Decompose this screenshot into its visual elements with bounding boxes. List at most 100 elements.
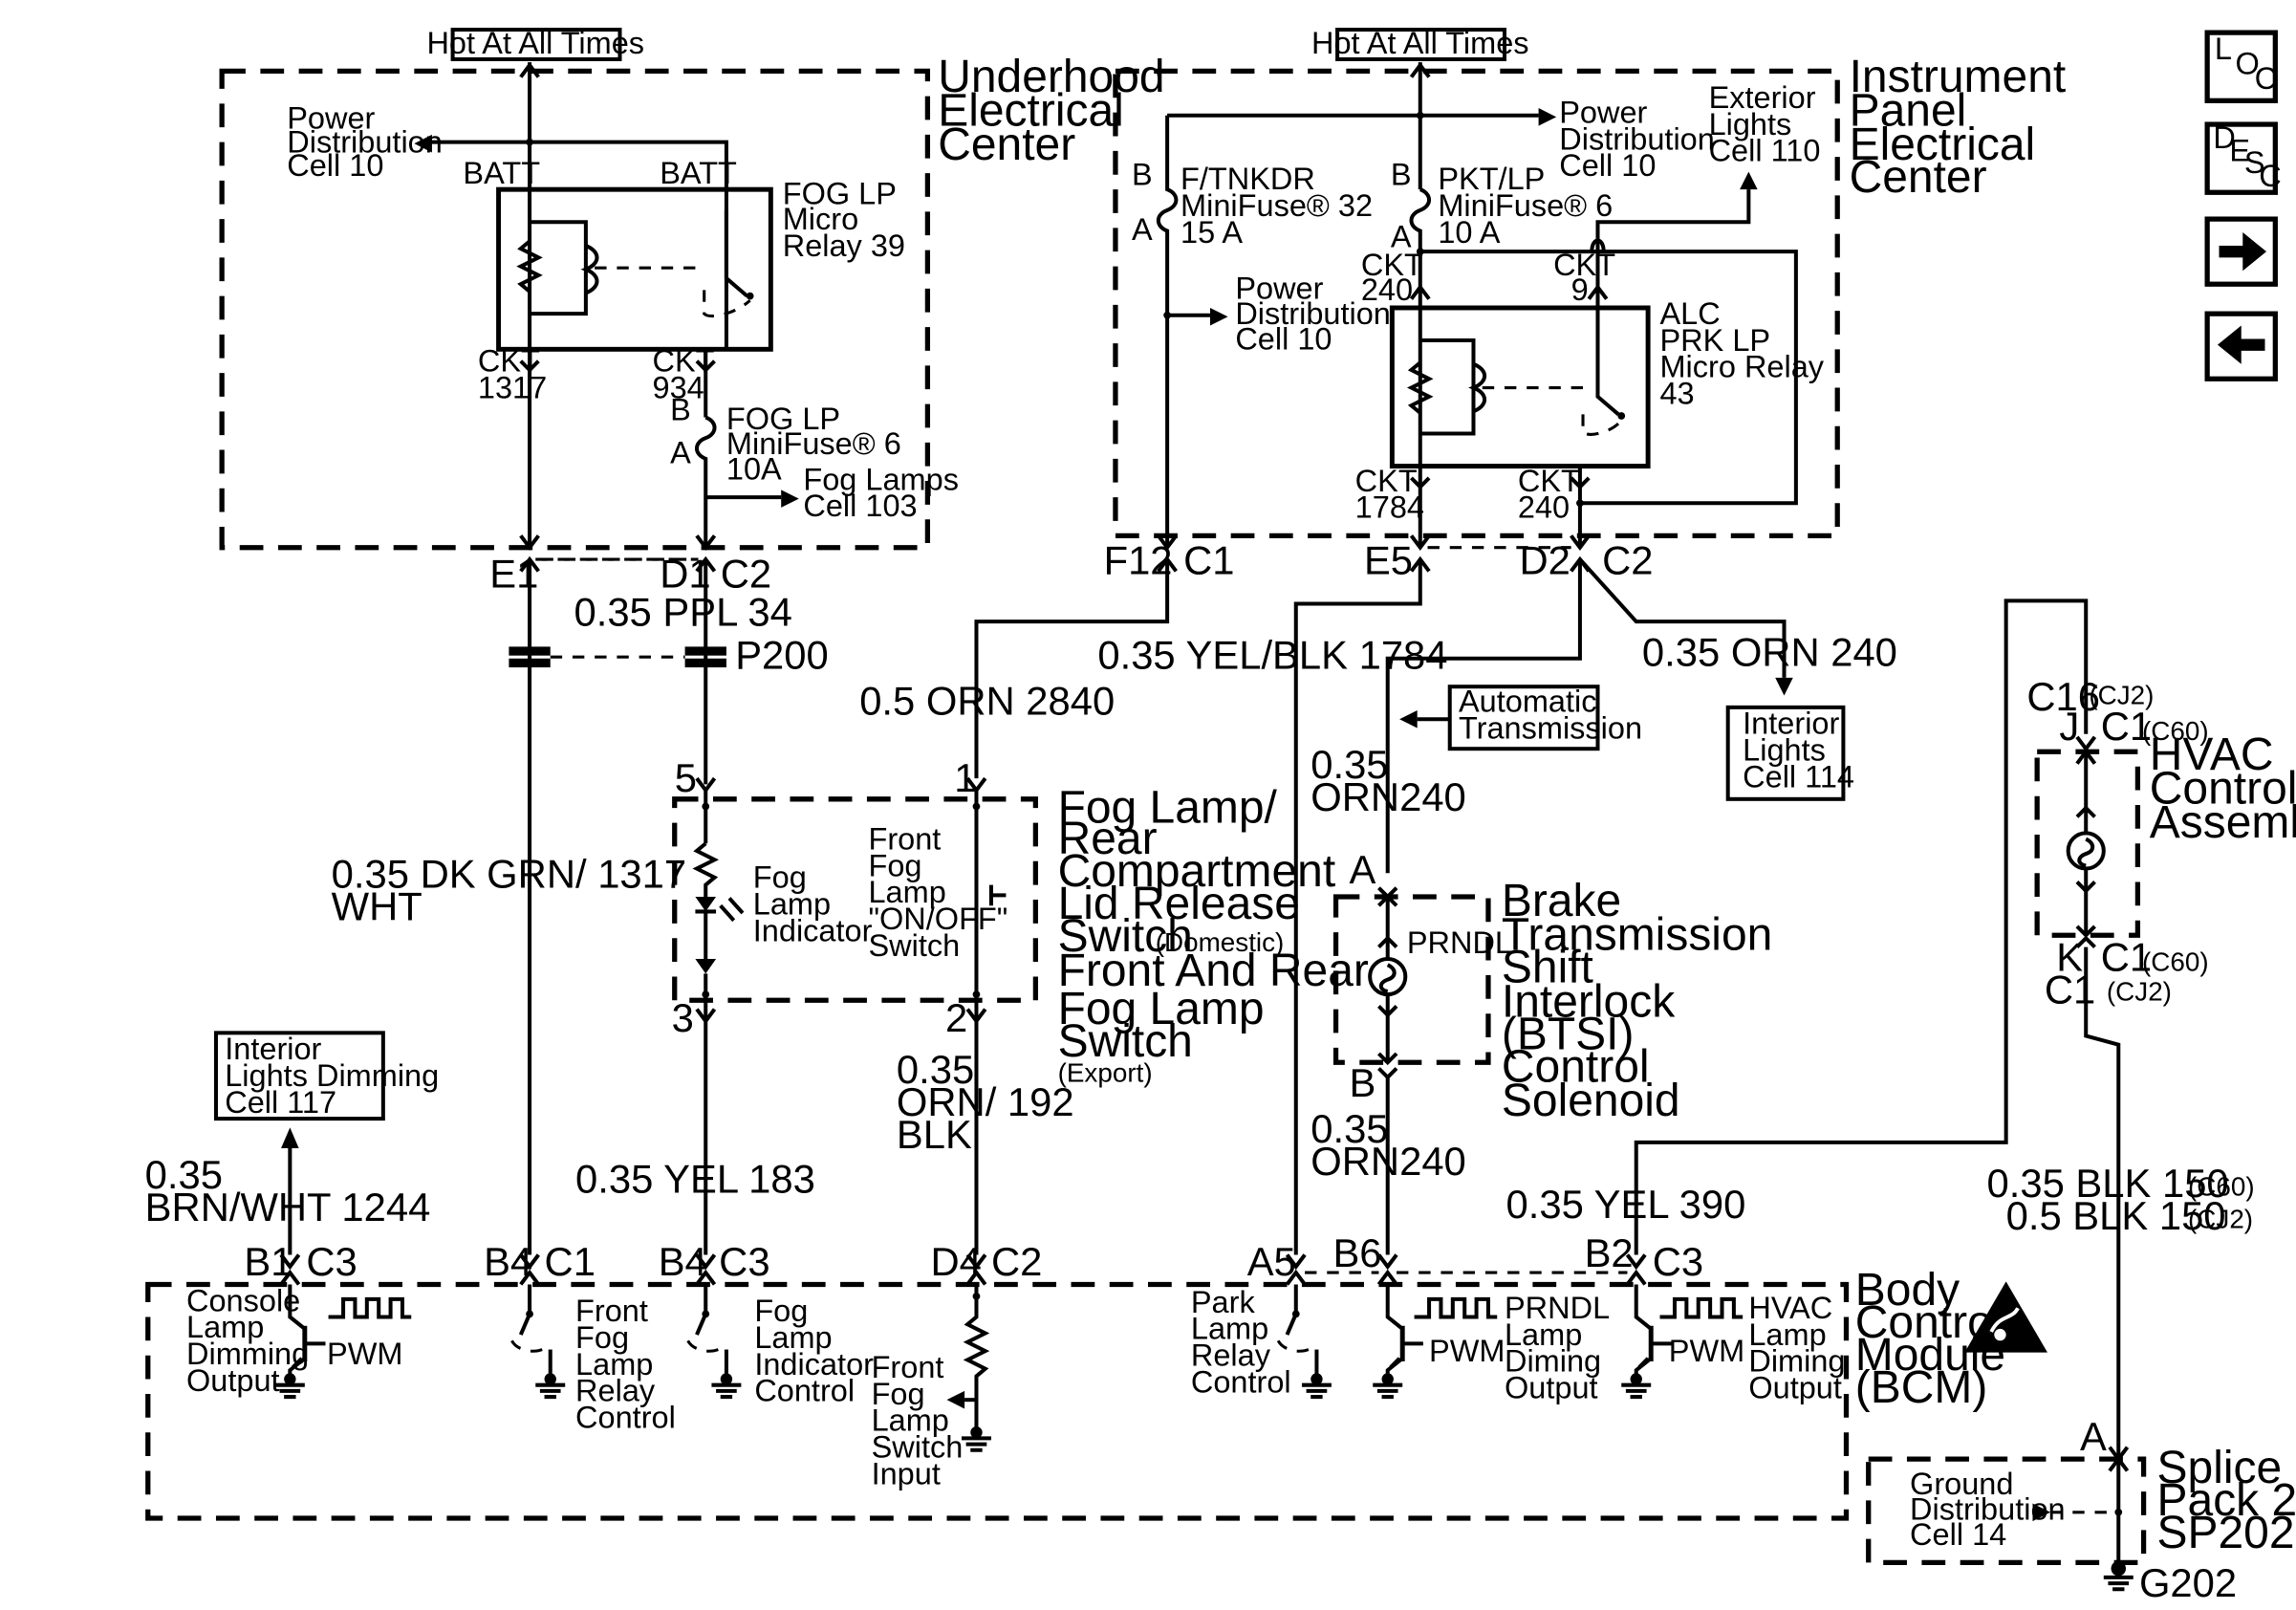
svg-text:A: A bbox=[1391, 220, 1412, 254]
svg-text:ORN: ORN bbox=[1310, 774, 1399, 819]
svg-text:240: 240 bbox=[1399, 774, 1466, 819]
btsi-title: Brake Transmission Shift Interlock (BTSI… bbox=[1502, 876, 1772, 1126]
svg-text:Control: Control bbox=[575, 1401, 676, 1435]
svg-text:Indicator: Indicator bbox=[753, 913, 873, 947]
svg-text:Front: Front bbox=[868, 821, 941, 856]
svg-text:Transmission: Transmission bbox=[1459, 710, 1642, 745]
svg-text:15 A: 15 A bbox=[1180, 215, 1243, 250]
svg-text:Cell 10: Cell 10 bbox=[287, 148, 383, 183]
svg-text:C2: C2 bbox=[1602, 538, 1653, 583]
splice-pack-title: Splice Pack 202 SP202 bbox=[2157, 1443, 2296, 1558]
svg-text:C1: C1 bbox=[1183, 538, 1234, 583]
hvac-lamp-dimming-output: PWM HVAC Lamp Diming Output bbox=[1621, 1284, 1845, 1405]
svg-text:C3: C3 bbox=[719, 1239, 769, 1284]
svg-text:0.35 YEL 183: 0.35 YEL 183 bbox=[575, 1156, 815, 1201]
svg-text:CKT: CKT bbox=[1553, 248, 1615, 282]
svg-text:MiniFuse® 6: MiniFuse® 6 bbox=[726, 426, 901, 461]
bcm-title: Body Control Module (BCM) bbox=[1855, 1265, 2005, 1413]
svg-text:BATT: BATT bbox=[660, 156, 737, 190]
fog-lp-minifuse-label: FOG LP bbox=[726, 402, 840, 436]
svg-text:Power: Power bbox=[1235, 272, 1323, 306]
svg-text:Interlock: Interlock bbox=[1502, 976, 1676, 1027]
svg-text:Front And Rear: Front And Rear bbox=[1058, 946, 1369, 996]
svg-text:C: C bbox=[2255, 61, 2277, 96]
svg-text:"ON/OFF": "ON/OFF" bbox=[868, 902, 1007, 936]
svg-text:(C60): (C60) bbox=[2142, 946, 2209, 976]
alc-prk-lp-micro-relay bbox=[1389, 305, 1651, 469]
svg-text:E5: E5 bbox=[1364, 538, 1413, 583]
svg-text:Rear: Rear bbox=[1058, 814, 1158, 864]
svg-text:Control: Control bbox=[2150, 763, 2296, 814]
svg-text:Solenoid: Solenoid bbox=[1502, 1076, 1680, 1126]
svg-text:Exterior: Exterior bbox=[1709, 80, 1816, 115]
svg-text:WHT: WHT bbox=[332, 884, 422, 929]
svg-text:0.35 DK GRN/ 1317: 0.35 DK GRN/ 1317 bbox=[332, 852, 686, 897]
svg-text:C3: C3 bbox=[306, 1239, 357, 1284]
svg-text:MiniFuse® 6: MiniFuse® 6 bbox=[1438, 188, 1613, 223]
svg-text:CKT: CKT bbox=[653, 344, 715, 379]
svg-text:Park: Park bbox=[1191, 1285, 1256, 1319]
fog-lamp-indicator-control: Fog Lamp Indicator Control bbox=[686, 1284, 874, 1408]
svg-text:Body: Body bbox=[1855, 1265, 1960, 1316]
svg-text:FOG LP: FOG LP bbox=[783, 177, 897, 211]
ground-g202-label: G202 bbox=[2139, 1560, 2237, 1605]
svg-text:Diming: Diming bbox=[1748, 1344, 1845, 1379]
svg-text:D2: D2 bbox=[1519, 538, 1570, 583]
svg-text:C1: C1 bbox=[2101, 704, 2152, 749]
svg-text:B: B bbox=[1132, 158, 1153, 192]
svg-text:ALC: ALC bbox=[1659, 296, 1720, 331]
svg-text:Cell 103: Cell 103 bbox=[803, 489, 917, 523]
svg-text:Compartment: Compartment bbox=[1058, 846, 1336, 897]
btsi-solenoid-box bbox=[1332, 894, 1491, 1065]
next-arrow-button[interactable] bbox=[2204, 216, 2278, 287]
svg-text:Control: Control bbox=[1191, 1364, 1291, 1399]
svg-text:1: 1 bbox=[954, 755, 976, 800]
svg-text:0.35 BLK 150: 0.35 BLK 150 bbox=[1987, 1161, 2229, 1206]
svg-text:Lamp: Lamp bbox=[872, 1403, 949, 1438]
svg-text:3: 3 bbox=[672, 995, 694, 1040]
svg-text:CKT: CKT bbox=[1361, 248, 1423, 282]
loc-button[interactable]: L O C bbox=[2204, 30, 2278, 103]
svg-text:Front: Front bbox=[575, 1294, 648, 1328]
svg-text:Distribution: Distribution bbox=[1235, 296, 1391, 331]
svg-text:(Export): (Export) bbox=[1058, 1057, 1153, 1087]
svg-text:Micro Relay: Micro Relay bbox=[1659, 350, 1824, 384]
svg-text:Lamp: Lamp bbox=[575, 1347, 653, 1382]
svg-text:(BTSI): (BTSI) bbox=[1502, 1009, 1635, 1059]
svg-text:Indicator: Indicator bbox=[754, 1347, 874, 1382]
svg-text:Fog: Fog bbox=[754, 1294, 808, 1328]
svg-text:C2: C2 bbox=[721, 551, 771, 596]
prev-arrow-button[interactable] bbox=[2204, 311, 2278, 381]
svg-text:BRN/WHT 1244: BRN/WHT 1244 bbox=[145, 1185, 431, 1229]
svg-text:(Domestic): (Domestic) bbox=[1156, 927, 1285, 957]
svg-text:0.35 YEL 390: 0.35 YEL 390 bbox=[1506, 1182, 1746, 1227]
svg-text:A: A bbox=[670, 435, 691, 469]
svg-text:B2: B2 bbox=[1585, 1230, 1634, 1275]
svg-text:Relay: Relay bbox=[575, 1374, 656, 1408]
svg-text:0.35: 0.35 bbox=[1310, 1106, 1388, 1151]
svg-text:A: A bbox=[2080, 1414, 2107, 1459]
svg-text:Assembly: Assembly bbox=[2150, 797, 2296, 848]
svg-text:PKT/LP: PKT/LP bbox=[1438, 162, 1545, 196]
svg-text:J: J bbox=[2059, 704, 2079, 749]
svg-text:Center: Center bbox=[1850, 152, 1987, 203]
svg-text:Switch: Switch bbox=[872, 1430, 964, 1465]
svg-text:C1: C1 bbox=[2045, 967, 2095, 1012]
svg-text:Output: Output bbox=[1505, 1371, 1598, 1405]
svg-text:PRNDL: PRNDL bbox=[1505, 1291, 1610, 1325]
svg-text:(BCM): (BCM) bbox=[1855, 1362, 1988, 1413]
svg-text:Cell 10: Cell 10 bbox=[1235, 321, 1332, 356]
esd-warning-icon bbox=[1964, 1281, 2047, 1353]
svg-text:Diming: Diming bbox=[1505, 1344, 1601, 1379]
svg-text:B6: B6 bbox=[1332, 1230, 1381, 1275]
power-distribution-label: Power bbox=[287, 101, 375, 136]
svg-text:Console: Console bbox=[186, 1283, 300, 1317]
splice-p200-label: P200 bbox=[735, 633, 829, 678]
svg-text:Interior: Interior bbox=[1743, 707, 1839, 741]
svg-text:Ground: Ground bbox=[1910, 1467, 2013, 1501]
svg-text:Lamp: Lamp bbox=[868, 875, 945, 909]
svg-text:Cell 117: Cell 117 bbox=[225, 1085, 336, 1120]
desc-button[interactable]: D E S C bbox=[2204, 120, 2282, 195]
svg-text:B: B bbox=[1391, 158, 1412, 192]
svg-text:Hot At All Times: Hot At All Times bbox=[1311, 26, 1529, 60]
